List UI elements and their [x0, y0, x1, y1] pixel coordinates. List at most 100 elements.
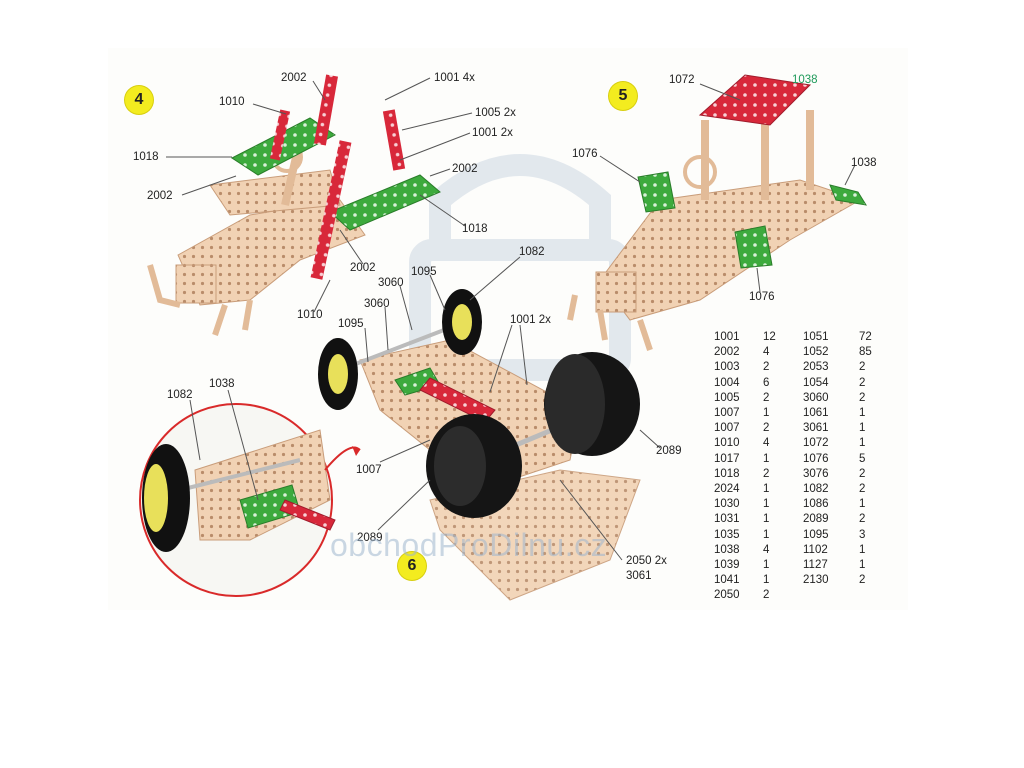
label-1095-right: 1095: [411, 266, 437, 278]
part-quantity: 1: [763, 574, 770, 587]
part-quantity: 6: [763, 376, 770, 389]
part-number: 2130: [803, 574, 829, 587]
label-2002-bottom: 2002: [350, 262, 376, 274]
label-3060-a: 3060: [378, 277, 404, 289]
part-quantity: 1: [859, 437, 866, 450]
part-number: 1018: [714, 467, 740, 480]
label-1072: 1072: [669, 74, 695, 86]
part-quantity: 1: [763, 452, 770, 465]
part-quantity: 4: [763, 437, 770, 450]
step-6-badge: 6: [398, 552, 426, 580]
label-1007: 1007: [356, 464, 382, 476]
part-number: 1030: [714, 498, 740, 511]
part-number: 1003: [714, 361, 740, 374]
part-number: [803, 588, 859, 603]
parts-row: 2050 2: [714, 588, 889, 603]
label-1018-left: 1018: [133, 151, 159, 163]
label-1076-bottom: 1076: [749, 291, 775, 303]
part-quantity: 2: [763, 391, 770, 404]
parts-row: 2024 1 1082 2: [714, 482, 889, 497]
part-quantity: 2: [763, 422, 770, 435]
label-1038-top: 1038: [792, 74, 818, 86]
part-quantity: 12: [763, 331, 776, 343]
part-number: 2024: [714, 483, 740, 496]
part-number: 1004: [714, 376, 740, 389]
label-2002-left: 2002: [147, 190, 173, 202]
label-1001-4x: 1001 4x: [434, 72, 475, 84]
part-quantity: 1: [859, 543, 866, 556]
part-number: 1039: [714, 559, 740, 572]
part-quantity: 2: [763, 361, 770, 374]
part-quantity: 3: [859, 528, 866, 541]
part-quantity: [859, 588, 889, 603]
watermark-text: obchodProDilnu.cz: [330, 527, 608, 563]
part-quantity: 1: [859, 422, 866, 435]
label-1001-2x-top: 1001 2x: [472, 127, 513, 139]
part-quantity: 1: [763, 513, 770, 526]
part-quantity: 2: [859, 467, 866, 480]
label-3061: 3061: [626, 570, 652, 582]
label-1010-bottom: 1010: [297, 309, 323, 321]
part-quantity: 4: [763, 346, 770, 359]
label-1082-top: 1082: [519, 246, 545, 258]
part-quantity: 2: [859, 483, 866, 496]
part-number: 3060: [803, 391, 829, 404]
part-number: 1035: [714, 528, 740, 541]
part-number: 1010: [714, 437, 740, 450]
part-quantity: 72: [859, 331, 872, 343]
parts-row: 2002 4 1052 85: [714, 345, 889, 360]
part-quantity: 2: [859, 376, 866, 389]
part-quantity: 2: [763, 589, 770, 602]
label-1018-right: 1018: [462, 223, 488, 235]
part-quantity: 2: [859, 391, 866, 404]
part-number: 1061: [803, 407, 829, 420]
part-quantity: 1: [859, 559, 866, 572]
part-number: 1082: [803, 483, 829, 496]
part-quantity: 1: [763, 483, 770, 496]
parts-row: 1018 2 3076 2: [714, 467, 889, 482]
part-number: 1038: [714, 543, 740, 556]
part-number: 1052: [803, 346, 829, 359]
part-number: 2050: [714, 589, 740, 602]
parts-row: 1001 12 1051 72: [714, 330, 889, 345]
part-quantity: 85: [859, 346, 872, 359]
part-number: 1054: [803, 376, 829, 389]
parts-row: 1039 1 1127 1: [714, 558, 889, 573]
label-1038-right: 1038: [851, 157, 877, 169]
step-5-badge: 5: [609, 82, 637, 110]
part-number: 1001: [714, 331, 740, 343]
label-1082-detail: 1082: [167, 389, 193, 401]
parts-row: 1005 2 3060 2: [714, 391, 889, 406]
part-number: 1127: [803, 559, 828, 572]
label-1001-2x-mid: 1001 2x: [510, 314, 551, 326]
part-quantity: 1: [763, 407, 770, 420]
label-3060-b: 3060: [364, 298, 390, 310]
part-number: 1005: [714, 391, 740, 404]
leader-lines: [166, 77, 856, 561]
part-quantity: 1: [859, 498, 866, 511]
label-1010-top: 1010: [219, 96, 245, 108]
label-2089-bottom: 2089: [357, 532, 383, 544]
part-number: 1051: [803, 331, 829, 343]
part-number: 2002: [714, 346, 740, 359]
part-quantity: 1: [763, 559, 770, 572]
label-2089-right: 2089: [656, 445, 682, 457]
part-number: 2053: [803, 361, 829, 374]
part-number: 3076: [803, 467, 829, 480]
part-quantity: 1: [763, 528, 770, 541]
label-1076-left: 1076: [572, 148, 598, 160]
part-number: 1007: [714, 422, 740, 435]
part-quantity: 2: [763, 467, 770, 480]
